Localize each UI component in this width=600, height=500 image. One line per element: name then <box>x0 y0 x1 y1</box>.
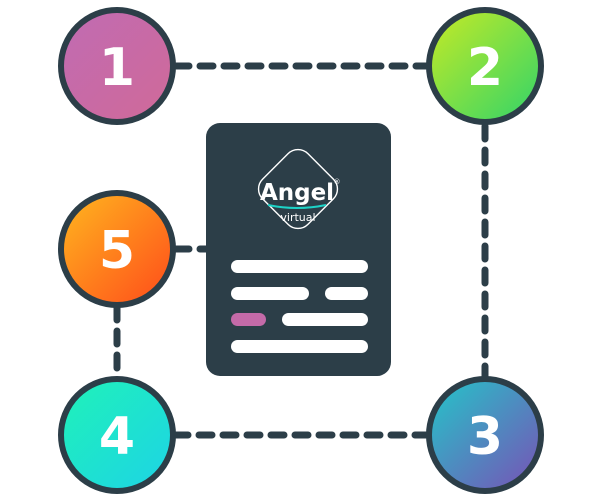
step-5-number: 5 <box>99 221 135 281</box>
document-line <box>231 260 368 273</box>
logo-swoosh <box>267 204 327 209</box>
step-4-circle <box>58 376 176 494</box>
logo-registered-mark: ® <box>334 178 341 186</box>
step-2: 2 <box>426 7 544 125</box>
step-2-number: 2 <box>467 38 503 98</box>
connectors <box>113 62 489 439</box>
step-2-circle <box>426 7 544 125</box>
step-3-circle <box>426 376 544 494</box>
step-4: 4 <box>58 376 176 494</box>
logo-subtitle: virtual <box>280 211 315 224</box>
document-line-highlight <box>231 313 266 326</box>
step-1-number: 1 <box>99 38 135 98</box>
angel-virtual-logo: Angel ® virtual <box>257 148 341 230</box>
document-line <box>282 313 368 326</box>
document-line <box>231 287 309 300</box>
logo-name: Angel <box>260 180 334 206</box>
document-lines <box>231 260 368 353</box>
step-5-circle <box>58 190 176 308</box>
step-1: 1 <box>58 7 176 125</box>
step-1-circle <box>58 7 176 125</box>
step-4-number: 4 <box>99 407 135 467</box>
document-line <box>325 287 368 300</box>
logo-badge-outline <box>257 148 339 230</box>
document-line <box>231 340 368 353</box>
document-icon: Angel ® virtual <box>206 123 391 376</box>
step-3-number: 3 <box>467 407 503 467</box>
step-3: 3 <box>426 376 544 494</box>
step-5: 5 <box>58 190 176 308</box>
document-body <box>206 123 391 376</box>
